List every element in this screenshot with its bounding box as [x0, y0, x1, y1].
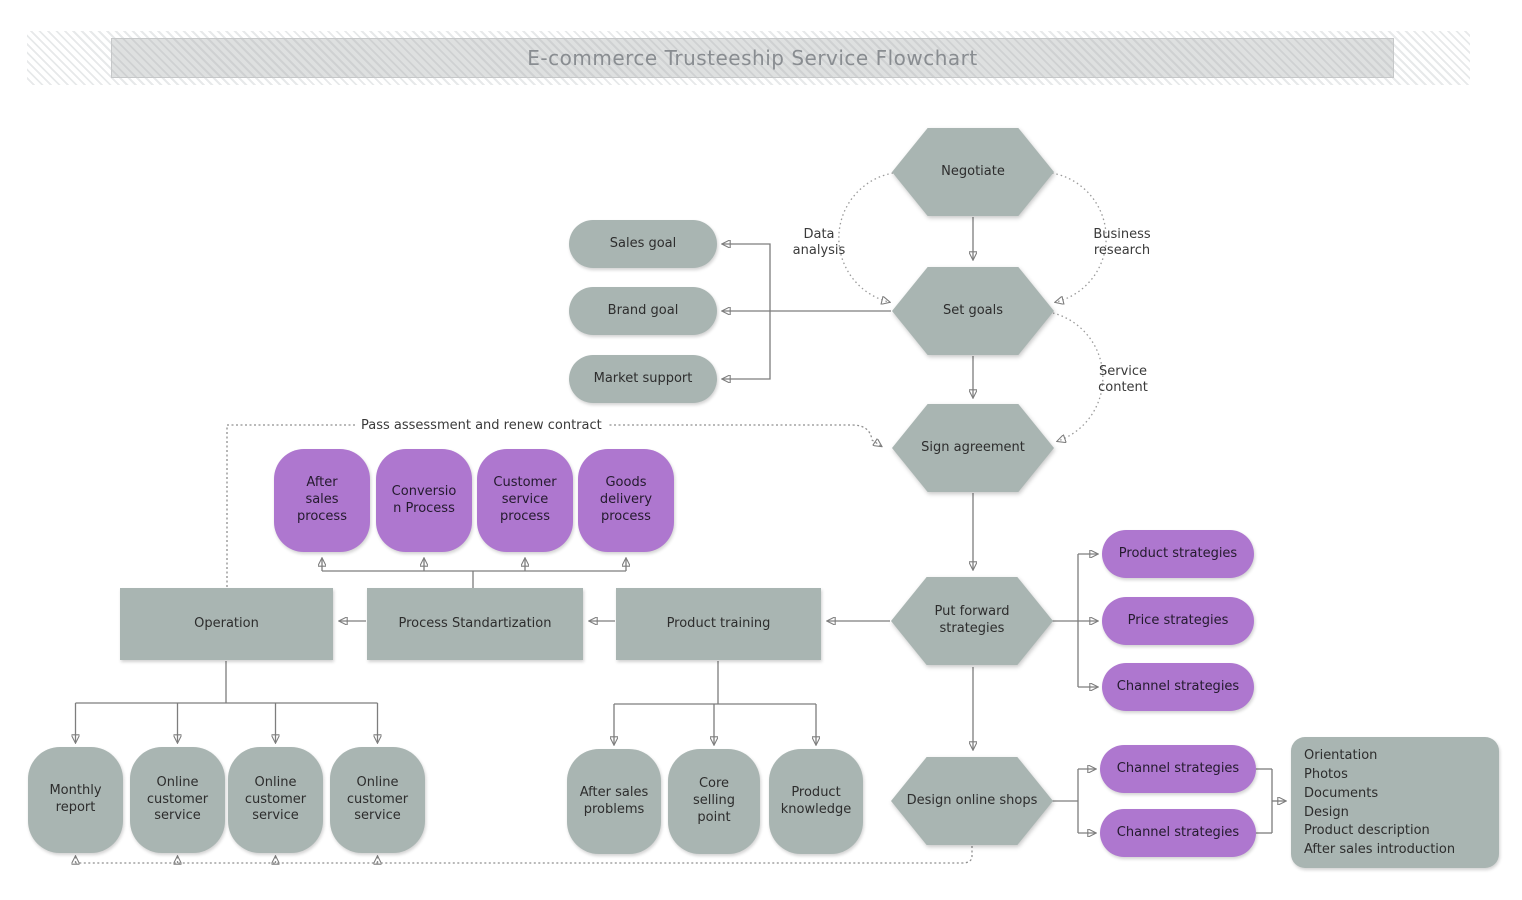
node-customer-service-process: Customer service process	[477, 449, 573, 552]
node-put-forward-strategies: Put forward strategies	[891, 577, 1053, 665]
node-online-customer-service-3: Online customer service	[330, 747, 425, 853]
edge-designshops-loop	[75, 846, 973, 864]
node-price-strategies: Price strategies	[1102, 597, 1254, 645]
page-title: E-commerce Trusteeship Service Flowchart	[527, 46, 978, 70]
node-core-selling-point: Core selling point	[668, 749, 760, 854]
label-business-research: Business research	[1093, 227, 1151, 258]
edge-branch-salesgoal	[723, 244, 771, 311]
solid-edges	[76, 217, 1286, 833]
node-sign-agreement: Sign agreement	[892, 404, 1054, 492]
node-conversion-process: Conversio n Process	[376, 449, 472, 552]
title-band: E-commerce Trusteeship Service Flowchart	[27, 31, 1470, 85]
node-monthly-report: Monthly report	[28, 747, 123, 853]
node-design-online-shops: Design online shops	[891, 757, 1053, 845]
node-after-sales-problems: After sales problems	[567, 749, 661, 854]
node-set-goals: Set goals	[892, 267, 1054, 355]
node-channel-strategies-design-1: Channel strategies	[1100, 745, 1256, 793]
node-product-strategies: Product strategies	[1102, 530, 1254, 578]
node-negotiate: Negotiate	[892, 128, 1054, 216]
node-product-knowledge: Product knowledge	[769, 749, 863, 854]
node-online-customer-service-2: Online customer service	[228, 747, 323, 853]
node-sales-goal: Sales goal	[569, 220, 717, 268]
node-channel-strategies: Channel strategies	[1102, 663, 1254, 711]
label-service-content: Service content	[1098, 364, 1148, 395]
label-pass-assessment: Pass assessment and renew contract	[356, 418, 607, 434]
node-design-output-list: Orientation Photos Documents Design Prod…	[1291, 737, 1499, 868]
title-bar: E-commerce Trusteeship Service Flowchart	[111, 38, 1394, 78]
label-data-analysis: Data analysis	[792, 227, 846, 258]
node-market-support: Market support	[569, 355, 717, 403]
node-process-standartization: Process Standartization	[367, 588, 583, 660]
node-product-training: Product training	[616, 588, 821, 660]
arc-data-analysis	[838, 172, 894, 302]
edge-branch-marketsupport	[723, 311, 771, 379]
node-operation: Operation	[120, 588, 333, 660]
node-channel-strategies-design-2: Channel strategies	[1100, 809, 1256, 857]
node-brand-goal: Brand goal	[569, 287, 717, 335]
dotted-edges	[75, 172, 1107, 864]
node-online-customer-service-1: Online customer service	[130, 747, 225, 853]
node-after-sales-process: After sales process	[274, 449, 370, 552]
node-goods-delivery-process: Goods delivery process	[578, 449, 674, 552]
arc-business-research	[1051, 172, 1107, 302]
